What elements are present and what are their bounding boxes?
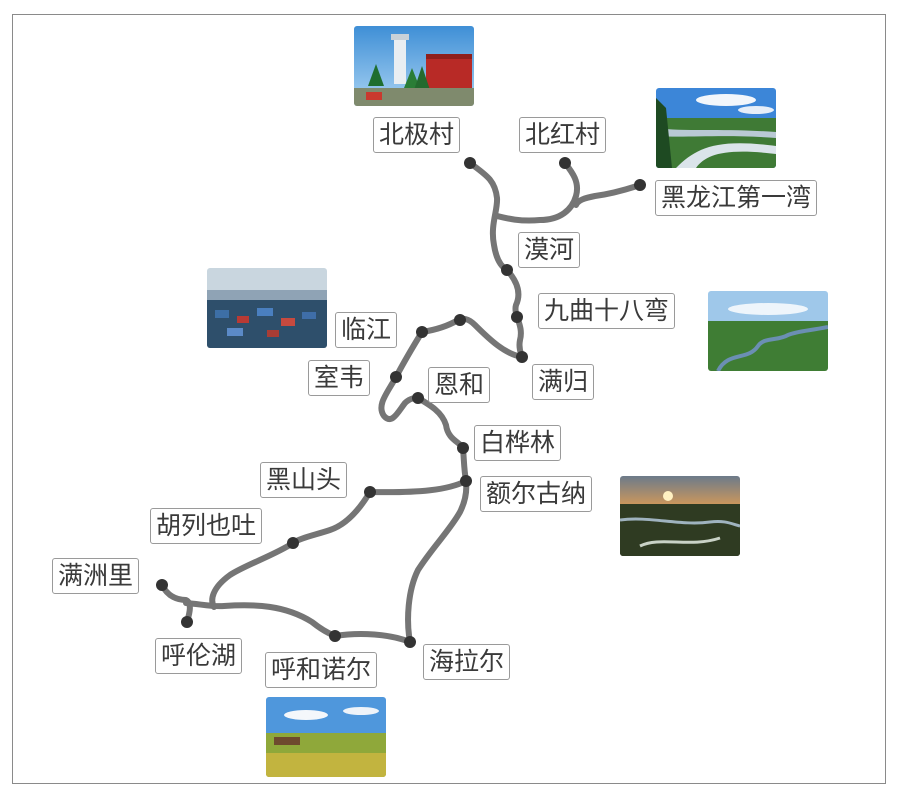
beiji-photo-lighthouse: [354, 26, 474, 106]
place-label-manggui: 满归: [532, 364, 595, 400]
place-label-beihong: 北红村: [519, 117, 607, 153]
node-linjiang-2: [454, 314, 466, 326]
route-linjiang-enhe: [378, 329, 425, 422]
node-jiuqu: [511, 311, 523, 323]
place-label-baihualin: 白桦林: [474, 425, 562, 461]
place-label-jiuqu: 九曲十八弯: [538, 293, 676, 329]
place-label-hulieyetu: 胡列也吐: [150, 508, 263, 544]
place-label-manzhouli: 满洲里: [52, 558, 140, 594]
route-huhenuoer-hailaer: [332, 631, 413, 645]
node-hulieyetu: [287, 537, 299, 549]
place-label-erguna: 额尔古纳: [480, 476, 593, 512]
route-enhe-erguna: [415, 395, 469, 484]
place-label-huhenuoer: 呼和诺尔: [265, 652, 378, 688]
node-hailaer: [404, 636, 416, 648]
route-beiji-mohe: [467, 160, 510, 273]
route-manggui-linjiang: [419, 315, 525, 360]
place-label-hailaer: 海拉尔: [423, 644, 511, 680]
node-baihualin: [457, 442, 469, 454]
node-manggui: [516, 351, 528, 363]
route-hailaer-erguna: [405, 478, 470, 645]
route-hulunhu-huhenuoer: [183, 600, 338, 639]
node-huhenuoer: [329, 630, 341, 642]
erguna-photo-sunset: [620, 476, 740, 556]
node-manzhouli: [156, 579, 168, 591]
place-label-enhe: 恩和: [428, 367, 491, 403]
place-label-mohe: 漠河: [518, 232, 581, 268]
node-beihong: [559, 157, 571, 169]
place-label-beiji: 北极村: [373, 117, 461, 153]
route-erguna-heishantou: [367, 478, 469, 496]
map-frame: [12, 14, 886, 784]
node-enhe: [412, 392, 424, 404]
place-label-shiwei: 室韦: [308, 360, 371, 396]
node-mohe: [501, 264, 513, 276]
node-hulunhu: [181, 616, 193, 628]
place-label-linjiang: 临江: [335, 312, 398, 348]
jiuqu-photo-meander: [708, 291, 828, 371]
node-linjiang: [416, 326, 428, 338]
node-heishantou: [364, 486, 376, 498]
place-label-hulunhu: 呼伦湖: [155, 638, 243, 674]
place-label-heishantou: 黑山头: [260, 462, 348, 498]
place-label-heilongjiang: 黑龙江第一湾: [655, 180, 818, 216]
route-heilongjiang: [573, 182, 643, 208]
node-erguna: [460, 475, 472, 487]
huhenuoer-photo-grassland: [266, 697, 386, 777]
linjiang-photo-village: [207, 268, 327, 348]
heilongjiang-photo-river-bend: [656, 88, 776, 168]
route-beihong: [494, 160, 580, 224]
node-shiwei: [390, 371, 402, 383]
node-heilongjiang: [634, 179, 646, 191]
node-beiji: [464, 157, 476, 169]
